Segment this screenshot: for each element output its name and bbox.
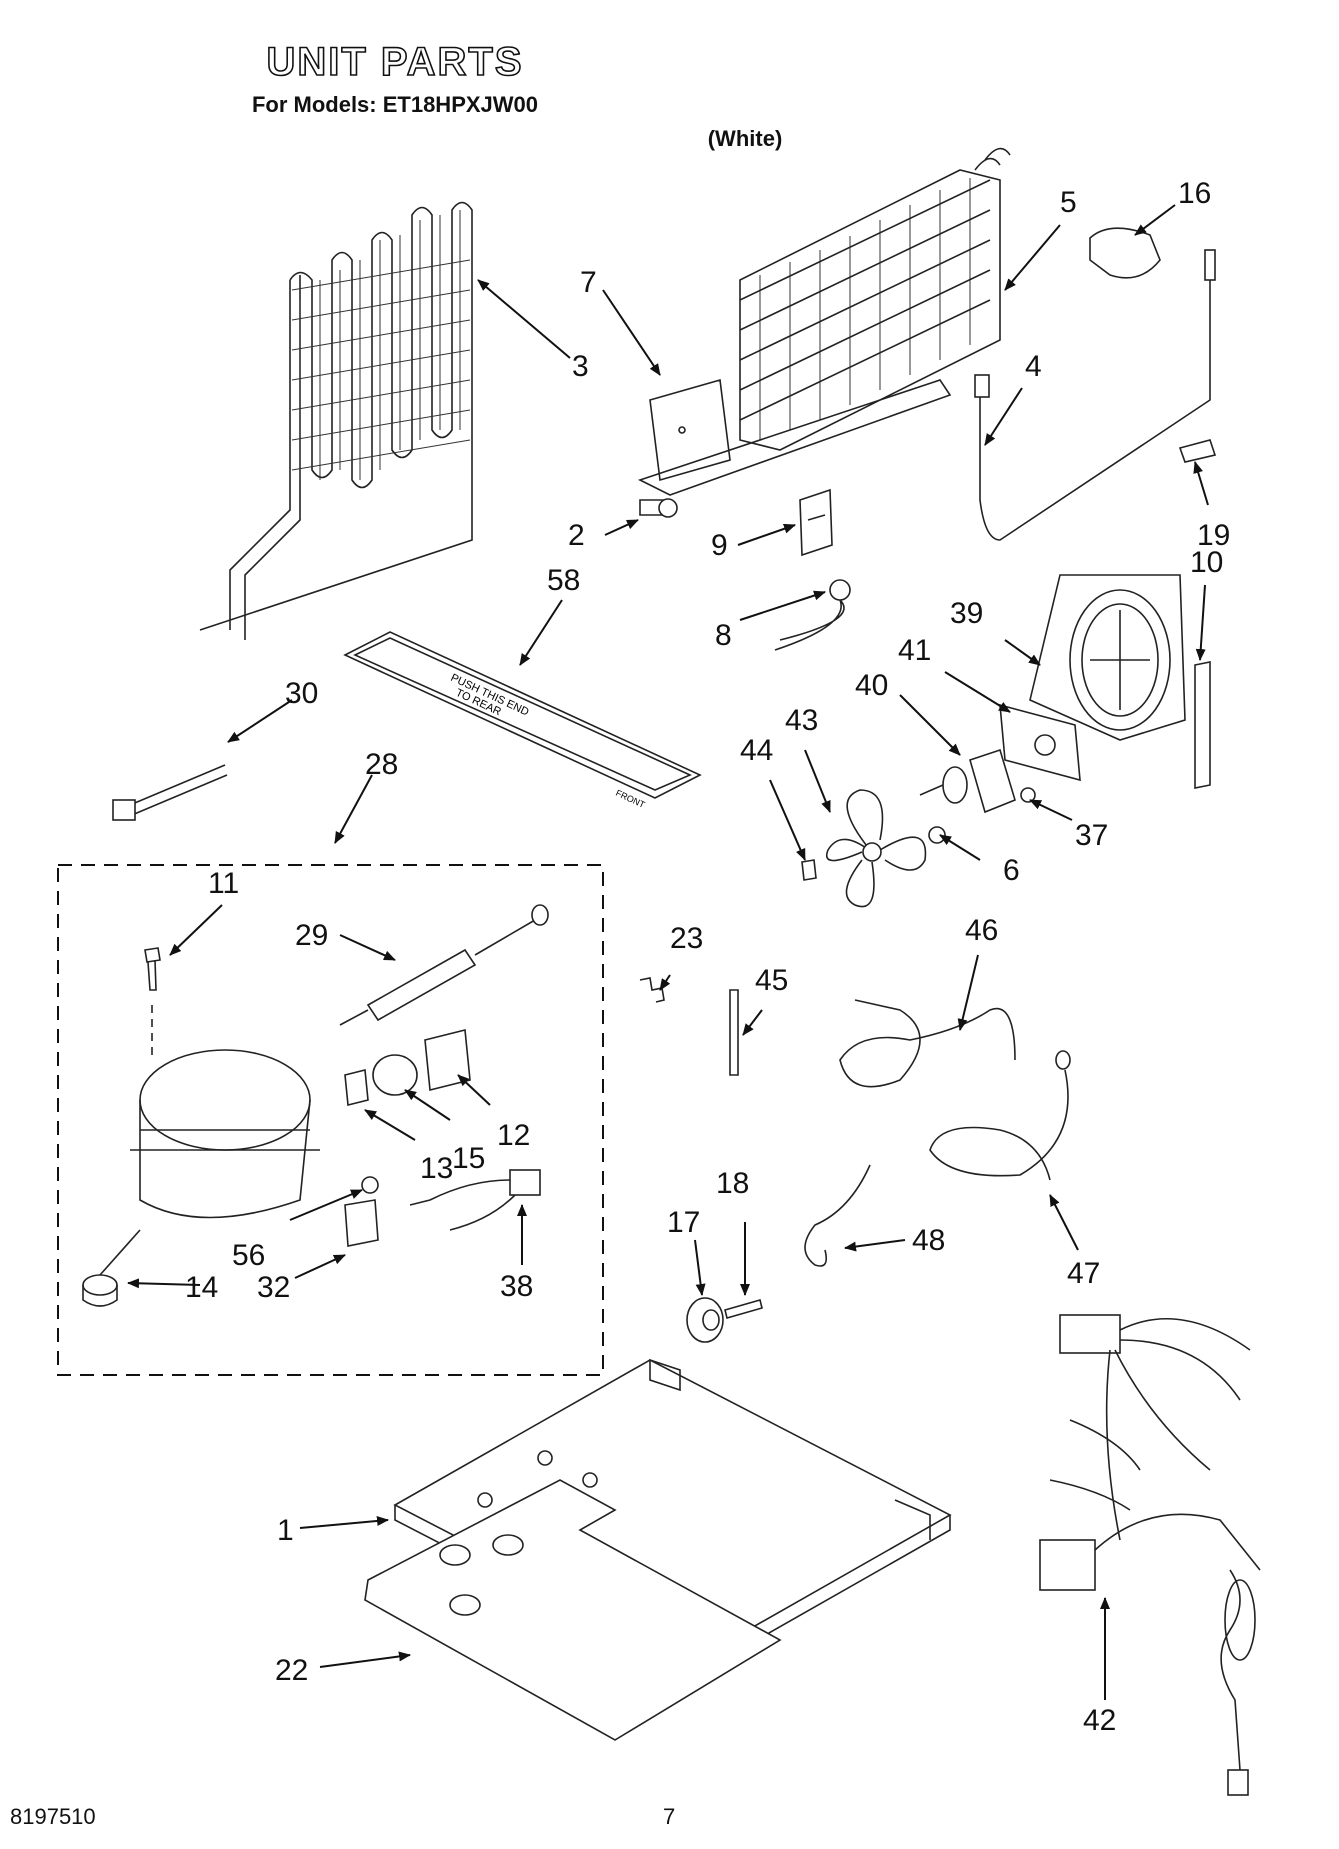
motor-bracket (999, 703, 1081, 782)
callout-15: 15 (452, 1142, 485, 1175)
document-number: 8197510 (10, 1804, 96, 1829)
callout-48: 48 (912, 1224, 945, 1257)
fan-blade (825, 789, 927, 908)
fan-motor (919, 748, 1016, 814)
cap-16 (1089, 227, 1161, 279)
callout-11: 11 (208, 867, 239, 900)
callout-7: 7 (580, 266, 597, 299)
model-number: For Models: ET18HPXJW00 (251, 92, 539, 117)
evaporator-bracket (637, 378, 952, 496)
callout-22: 22 (275, 1654, 308, 1687)
compressor-wiring-harness (409, 1169, 541, 1231)
callout-2: 2 (568, 519, 585, 552)
clip-19 (1178, 439, 1217, 463)
callout-41: 41 (898, 634, 931, 667)
evaporator-coil (739, 147, 1011, 451)
callout-8: 8 (715, 619, 732, 652)
callout-10: 10 (1190, 546, 1223, 579)
callout-13: 13 (420, 1152, 453, 1185)
clip-44 (801, 859, 817, 881)
screw-56 (361, 1176, 379, 1194)
callout-19: 19 (1197, 519, 1230, 552)
callout-30: 30 (285, 677, 318, 710)
main-wiring-harness (1039, 1314, 1261, 1796)
capacitor (344, 1199, 379, 1247)
callout-47: 47 (1067, 1257, 1100, 1290)
fan-shroud (1029, 574, 1186, 741)
callout-32: 32 (257, 1271, 290, 1304)
callout-42: 42 (1083, 1704, 1116, 1737)
callout-3: 3 (572, 350, 589, 383)
drip-tray: PUSH THIS END TO REAR FRONT (343, 631, 702, 810)
callout-44: 44 (740, 734, 773, 767)
base-pad (364, 1479, 782, 1741)
callout-58: 58 (547, 564, 580, 597)
clip-23 (639, 977, 665, 1003)
screw-6 (928, 826, 946, 844)
callout-29: 29 (295, 919, 328, 952)
callout-37: 37 (1075, 819, 1108, 852)
defrost-sensor-wire (974, 249, 1216, 541)
callout-17: 17 (667, 1206, 700, 1239)
pin-45 (729, 989, 739, 1076)
cable-tie (112, 764, 228, 821)
callout-38: 38 (500, 1270, 533, 1303)
condenser-coil (199, 201, 473, 640)
callout-56: 56 (232, 1239, 265, 1272)
callout-43: 43 (785, 704, 818, 737)
leader-lines (127, 204, 1209, 1700)
callout-39: 39 (950, 597, 983, 630)
page-number: 7 (663, 1804, 676, 1829)
tube-48 (804, 1164, 871, 1267)
start-relay (344, 1068, 369, 1107)
overload-protector (372, 1054, 418, 1096)
model-color: (White) (707, 126, 783, 151)
grommet-wire-8 (774, 579, 851, 651)
screw-2 (639, 498, 678, 518)
callout-18: 18 (716, 1167, 749, 1200)
page-title: UNIT PARTS (266, 39, 524, 85)
callout-5: 5 (1060, 186, 1077, 219)
callout-40: 40 (855, 669, 888, 702)
clip-9 (799, 488, 833, 557)
drip-tray-front-label: FRONT (614, 788, 647, 810)
callout-45: 45 (755, 964, 788, 997)
tube-46 (839, 999, 1016, 1088)
grommet-14 (82, 1274, 118, 1296)
callout-4: 4 (1025, 350, 1042, 383)
filter-drier (339, 904, 549, 1026)
tube-47 (929, 1069, 1069, 1181)
screw-37 (1020, 787, 1036, 803)
callout-1: 1 (277, 1514, 294, 1547)
compressor (130, 1049, 320, 1219)
gasket-strip-10 (1194, 661, 1211, 789)
callout-16: 16 (1178, 177, 1211, 210)
callout-labels: 1 2 3 4 5 6 7 8 9 10 11 12 13 14 15 16 1… (185, 177, 1230, 1737)
callout-6: 6 (1003, 854, 1020, 887)
callout-46: 46 (965, 914, 998, 947)
callout-23: 23 (670, 922, 703, 955)
bolt-18 (724, 1299, 763, 1319)
screw-11 (144, 947, 161, 991)
callout-28: 28 (365, 748, 398, 781)
callout-14: 14 (185, 1271, 218, 1304)
callout-9: 9 (711, 529, 728, 562)
callout-12: 12 (497, 1119, 530, 1152)
